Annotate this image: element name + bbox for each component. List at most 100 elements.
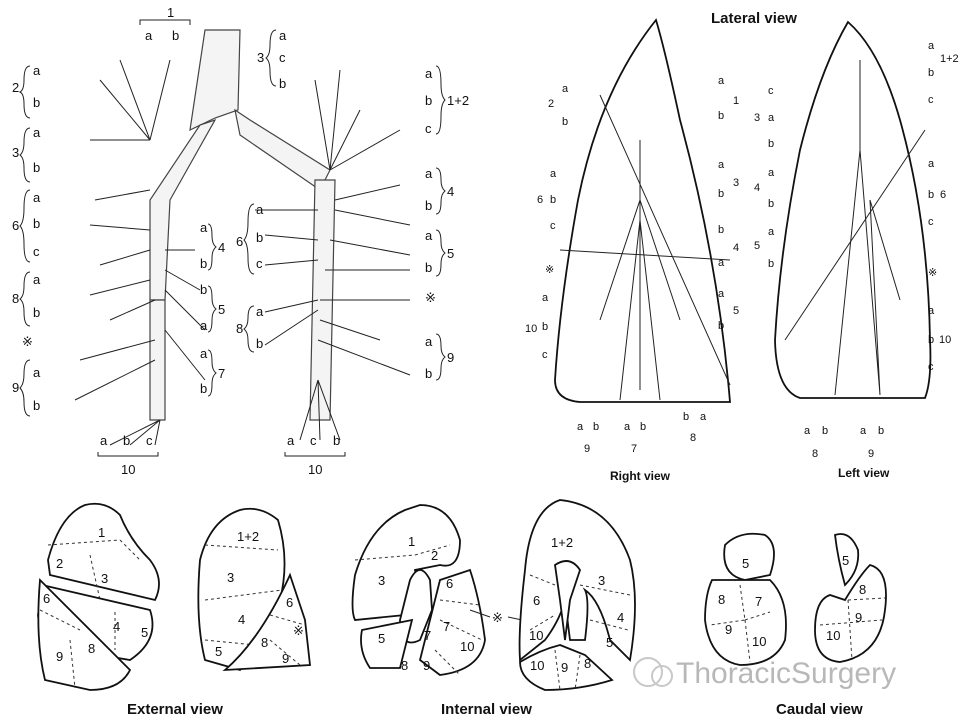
tree-ls-8a: a: [256, 304, 264, 319]
tree-left-9: 9: [12, 380, 19, 395]
tree-left-3b: b: [33, 160, 40, 175]
rv-r-5b: b: [718, 320, 724, 332]
tree-r-5a: a: [425, 228, 433, 243]
rv-r-4: 4: [733, 242, 739, 254]
watermark-logo-icon: [633, 657, 663, 687]
caudal-caption: Caudal view: [776, 701, 863, 718]
cau-r-8: 8: [718, 592, 725, 607]
tree-r-4a: a: [425, 166, 433, 181]
tree-tr-3c: c: [279, 50, 286, 65]
rv-l-6: 6: [537, 194, 543, 206]
rv-l-6a: a: [550, 168, 557, 180]
ext-l-8: 8: [261, 635, 268, 650]
ext-l-9: 9: [282, 651, 289, 666]
rv-l-2a: a: [562, 83, 569, 95]
ext-right-upper: [47, 502, 160, 602]
rv-l-2: 2: [548, 98, 554, 110]
tree-left-8: 8: [12, 291, 19, 306]
tree-left-6: 6: [12, 218, 19, 233]
lv-b-9a: a: [860, 425, 867, 437]
tree-ls-6: 6: [236, 234, 243, 249]
tree-ls-8: 8: [236, 321, 243, 336]
tree-br-10a: a: [287, 433, 295, 448]
int-l-10a: 10: [529, 628, 543, 643]
lv-r-10: 10: [939, 334, 951, 346]
caudal-left-lower: [814, 564, 887, 663]
cau-l-5: 5: [842, 553, 849, 568]
lv-l-4: 4: [754, 182, 760, 194]
tree-ls-6b: b: [256, 230, 263, 245]
lv-l-5a: a: [768, 226, 775, 238]
lv-b-8a: a: [804, 425, 811, 437]
lv-l-3b: b: [768, 138, 774, 150]
tree-mid-7a: a: [200, 346, 208, 361]
lv-l-3c: c: [768, 85, 774, 97]
tree-bl-10a: a: [100, 433, 108, 448]
rv-r-5a: a: [718, 288, 725, 300]
ext-l-6: 6: [286, 595, 293, 610]
right-lower-trunk: [149, 299, 166, 421]
tree-right-groups: a b c 1+2 a b 4 a b 5 ※ a b 9: [425, 65, 469, 381]
rv-r-3a: a: [718, 159, 725, 171]
caudal-left-lingula: [834, 533, 860, 587]
rv-b-7: 7: [631, 443, 637, 455]
ext-right-lower: [37, 577, 132, 691]
tree-left-groups: 2 a b 3 a b 6 a b c 8 a b ※ 9 a b: [12, 63, 41, 417]
tree-left-marker: ※: [22, 334, 33, 349]
int-l-9: 9: [561, 660, 568, 675]
tree-mid-4a: a: [200, 220, 208, 235]
tree-br-10c: c: [310, 433, 317, 448]
int-l-4: 4: [617, 610, 624, 625]
tree-tr-3a: a: [279, 28, 287, 43]
tree-left-2a: a: [33, 63, 41, 78]
lv-b-8b: b: [822, 425, 828, 437]
rv-r-3: 3: [733, 177, 739, 189]
rv-r-4b: b: [718, 224, 724, 236]
external-caption: External view: [127, 701, 223, 718]
int-l-10b: 10: [530, 658, 544, 673]
lv-l-5: 5: [754, 240, 760, 252]
tree-left-9b: b: [33, 398, 40, 413]
left-main-bronchus: [234, 108, 331, 191]
tree-label-1b: b: [172, 28, 179, 43]
int-l-12: 1+2: [551, 535, 573, 550]
watermark-text: ThoracicSurgery: [676, 657, 896, 690]
watermark: ThoracicSurgery: [633, 657, 896, 690]
int-r-5: 5: [378, 631, 385, 646]
tree-r-9a: a: [425, 334, 433, 349]
rv-r-1: 1: [733, 95, 739, 107]
ext-r-4: 4: [113, 619, 120, 634]
tree-left-9a: a: [33, 365, 41, 380]
ext-r-3: 3: [101, 571, 108, 586]
rv-r-1b: b: [718, 110, 724, 122]
rv-l-10b: b: [542, 321, 548, 333]
rv-r-4a: a: [718, 257, 725, 269]
lv-b-9: 9: [868, 448, 874, 460]
caudal-right-middle: [723, 532, 775, 581]
int-l-5: 5: [606, 635, 613, 650]
segment-maps: 1 2 3 6 4 5 8 9 1+2 3 4 5 6 ※ 8 9 Extern…: [37, 499, 887, 718]
cau-r-7: 7: [755, 594, 762, 609]
tree-ls-6c: c: [256, 256, 263, 271]
tree-r-4: 4: [447, 184, 454, 199]
lv-l-3a: a: [768, 112, 775, 124]
lateral-title: Lateral view: [711, 10, 797, 27]
tree-bl-10b: b: [123, 433, 130, 448]
cau-l-10: 10: [826, 628, 840, 643]
ext-r-8: 8: [88, 641, 95, 656]
lv-b-8: 8: [812, 448, 818, 460]
rv-r-1a: a: [718, 75, 725, 87]
tree-mid-4: 4: [218, 240, 225, 255]
int-right-middle: [360, 618, 414, 669]
tree-mid-7b: b: [200, 381, 207, 396]
lv-r-10c: c: [928, 361, 934, 373]
cau-r-9: 9: [725, 622, 732, 637]
rv-b-7a: a: [624, 421, 631, 433]
tree-mid-7: 7: [218, 366, 225, 381]
tree-mid-groups: a b 4 b a 5 a b 7: [200, 220, 225, 397]
int-l-6: 6: [533, 593, 540, 608]
ext-left-lower: [222, 572, 311, 672]
int-r-2: 2: [431, 548, 438, 563]
tree-left-8a: a: [33, 272, 41, 287]
